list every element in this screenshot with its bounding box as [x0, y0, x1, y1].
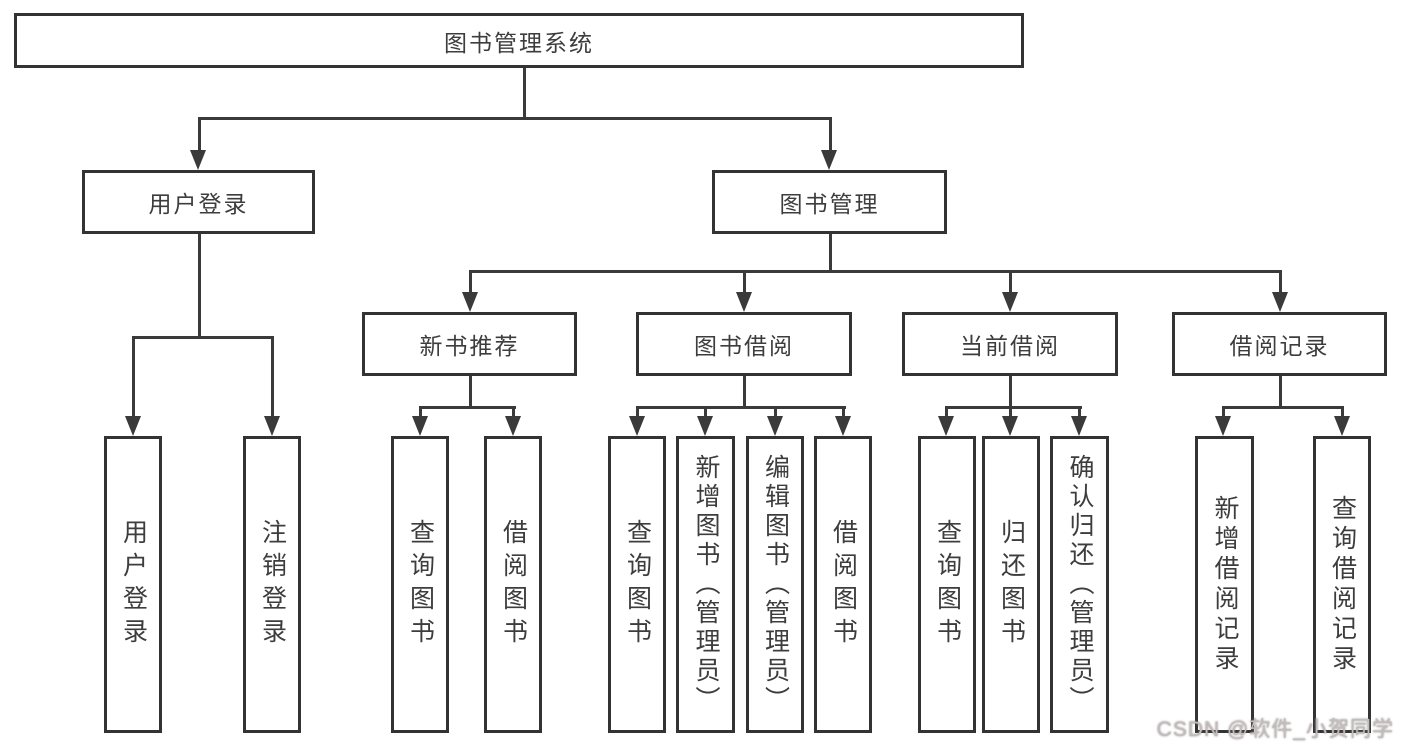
arrowhead-leaf-add-borrow-record-icon	[1215, 416, 1231, 436]
leaf-borrow-book-2-label: 借阅图书	[829, 518, 858, 651]
arrow-shaft-leaf-edit-book	[774, 406, 777, 418]
leaf-borrow-book-2: 借阅图书	[814, 436, 872, 733]
arrow-shaft-leaf-query-book-3	[945, 406, 948, 418]
leaf-edit-book-admin: 编辑图书（管理员）	[746, 436, 804, 733]
leaf-borrow-book-1: 借阅图书	[484, 436, 542, 733]
leaf-borrow-book-1-label: 借阅图书	[499, 518, 528, 651]
arrowhead-leaf-query-book-1-icon	[412, 416, 428, 436]
connector-book-borrow-stem	[743, 374, 746, 408]
leaf-logout-label: 注销登录	[258, 518, 287, 651]
leaf-query-book-1: 查询图书	[391, 436, 449, 733]
arrowhead-borrow-records-icon	[1272, 292, 1288, 312]
leaf-user-login: 用户登录	[104, 436, 162, 733]
arrowhead-leaf-query-book-2-icon	[629, 416, 645, 436]
connector-new-book-recommend-stem	[469, 374, 472, 408]
node-user-login: 用户登录	[82, 170, 315, 234]
connector-root-bar	[198, 117, 832, 120]
connector-root-stem	[523, 68, 526, 118]
connector-new-book-recommend-bar	[419, 406, 516, 409]
arrow-shaft-user-login	[198, 117, 201, 152]
arrowhead-leaf-borrow-book-1-icon	[505, 416, 521, 436]
arrow-shaft-leaf-add-borrow-record	[1222, 406, 1225, 418]
leaf-confirm-return-admin: 确认归还（管理员）	[1050, 436, 1109, 733]
arrow-shaft-book-management	[829, 117, 832, 152]
leaf-add-book-admin-label: 新增图书（管理员）	[692, 454, 720, 715]
arrowhead-leaf-query-book-3-icon	[938, 416, 954, 436]
arrow-shaft-leaf-borrow-book-2	[842, 406, 845, 418]
leaf-return-book: 归还图书	[982, 436, 1040, 733]
arrowhead-user-login-icon	[190, 150, 206, 170]
leaf-query-book-3-label: 查询图书	[933, 518, 962, 651]
leaf-query-borrow-record-label: 查询借阅记录	[1328, 494, 1357, 675]
leaf-add-book-admin: 新增图书（管理员）	[676, 436, 735, 733]
node-library-management-system: 图书管理系统	[14, 13, 1024, 68]
arrow-shaft-new-book-recommend	[469, 270, 472, 294]
arrow-shaft-leaf-confirm-return	[1078, 406, 1081, 418]
connector-book-borrow-bar	[636, 406, 846, 409]
arrow-shaft-leaf-query-book-2	[636, 406, 639, 418]
arrowhead-book-management-icon	[821, 150, 837, 170]
arrow-shaft-borrow-records	[1279, 270, 1282, 294]
connector-borrow-records-bar	[1222, 406, 1344, 409]
leaf-query-borrow-record: 查询借阅记录	[1313, 436, 1371, 733]
arrow-shaft-leaf-query-book-1	[419, 406, 422, 418]
connector-current-borrow-stem	[1009, 374, 1012, 408]
leaf-edit-book-admin-label: 编辑图书（管理员）	[761, 454, 790, 715]
leaf-return-book-label: 归还图书	[997, 518, 1026, 651]
node-borrow-records: 借阅记录	[1172, 312, 1387, 376]
arrowhead-leaf-confirm-return-icon	[1071, 416, 1087, 436]
watermark: CSDN @软件_小贺同学	[1156, 718, 1394, 741]
arrow-shaft-leaf-borrow-book-1	[512, 406, 515, 418]
leaf-query-book-3: 查询图书	[918, 436, 976, 733]
arrowhead-leaf-query-borrow-record-icon	[1334, 416, 1350, 436]
leaf-add-borrow-record: 新增借阅记录	[1195, 436, 1254, 733]
arrowhead-new-book-recommend-icon	[462, 292, 478, 312]
arrowhead-book-borrow-icon	[736, 292, 752, 312]
arrow-shaft-leaf-add-book	[704, 406, 707, 418]
node-new-book-recommend: 新书推荐	[362, 312, 577, 376]
arrowhead-leaf-edit-book-icon	[767, 416, 783, 436]
node-book-borrow: 图书借阅	[636, 312, 852, 376]
leaf-add-borrow-record-label: 新增借阅记录	[1211, 494, 1239, 675]
connector-borrow-records-stem	[1279, 374, 1282, 408]
leaf-query-book-2: 查询图书	[608, 436, 666, 733]
node-book-management: 图书管理	[712, 170, 947, 234]
leaf-query-book-1-label: 查询图书	[406, 518, 435, 651]
connector-user-login-stem	[198, 233, 201, 338]
leaf-logout: 注销登录	[243, 436, 301, 733]
leaf-user-login-label: 用户登录	[119, 518, 148, 651]
arrow-shaft-leaf-query-borrow-record	[1341, 406, 1344, 418]
connector-user-login-bar	[132, 336, 274, 339]
arrowhead-leaf-return-book-icon	[1002, 416, 1018, 436]
arrowhead-leaf-logout-icon	[264, 416, 280, 436]
arrow-shaft-leaf-user-login	[132, 336, 135, 418]
arrow-shaft-leaf-return-book	[1009, 406, 1012, 418]
node-current-borrow: 当前借阅	[902, 312, 1118, 376]
connector-book-management-stem	[829, 233, 832, 273]
leaf-query-book-2-label: 查询图书	[623, 518, 652, 651]
connector-current-borrow-bar	[945, 406, 1082, 409]
arrow-shaft-current-borrow	[1009, 270, 1012, 294]
arrowhead-current-borrow-icon	[1002, 292, 1018, 312]
connector-book-management-bar	[469, 270, 1282, 273]
arrowhead-leaf-borrow-book-2-icon	[835, 416, 851, 436]
arrow-shaft-book-borrow	[743, 270, 746, 294]
arrowhead-leaf-add-book-icon	[697, 416, 713, 436]
leaf-confirm-return-admin-label: 确认归还（管理员）	[1066, 454, 1094, 715]
arrow-shaft-leaf-logout	[271, 336, 274, 418]
arrowhead-leaf-user-login-icon	[125, 416, 141, 436]
